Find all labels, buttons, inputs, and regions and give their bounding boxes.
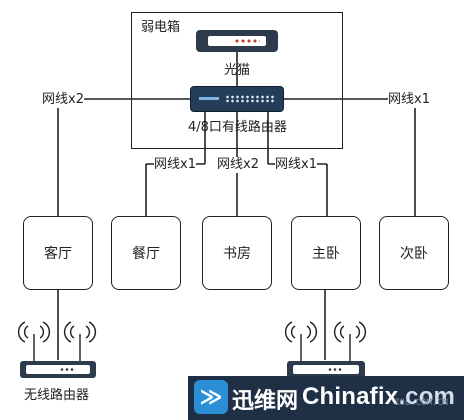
wireless-router-label: 无线路由器 xyxy=(24,388,90,403)
router-indicator xyxy=(199,97,219,100)
cabinet-title: 弱电箱 xyxy=(141,20,181,35)
watermark-en-text: Chinafix.com xyxy=(302,383,455,411)
cable-label-left: 网线x2 xyxy=(42,92,84,108)
router-label: 4/8口有线路由器 xyxy=(188,120,287,135)
cable-label-right: 网线x1 xyxy=(388,92,430,108)
room-label: 主卧 xyxy=(312,246,340,262)
room-dining: 餐厅 xyxy=(111,216,181,290)
cable-label-master: 网线x1 xyxy=(275,157,317,173)
room-label: 书房 xyxy=(223,246,251,262)
watermark-logo-icon: ≫ xyxy=(194,380,228,414)
modem-label: 光猫 xyxy=(224,63,251,78)
optical-modem xyxy=(196,30,278,52)
cable-label-study: 网线x2 xyxy=(217,157,259,173)
watermark-sub-text: ZOL.COM.CN xyxy=(394,398,449,408)
cable-label-dining: 网线x1 xyxy=(154,157,196,173)
room-study: 书房 xyxy=(202,216,272,290)
watermark-banner xyxy=(188,376,464,420)
watermark-en-dot: .com xyxy=(398,383,456,410)
room-label: 次卧 xyxy=(400,246,428,262)
room-label: 客厅 xyxy=(44,246,72,262)
watermark-cn-text: 迅维网 xyxy=(232,389,299,414)
watermark-en-main: Chinafix xyxy=(302,383,399,410)
router-ports xyxy=(225,95,275,103)
room-second-bedroom: 次卧 xyxy=(379,216,449,290)
wired-router xyxy=(190,86,284,112)
weak-current-cabinet xyxy=(131,12,343,149)
modem-leds xyxy=(234,39,260,43)
room-master-bedroom: 主卧 xyxy=(291,216,361,290)
room-living: 客厅 xyxy=(23,216,93,290)
room-label: 餐厅 xyxy=(132,246,160,262)
